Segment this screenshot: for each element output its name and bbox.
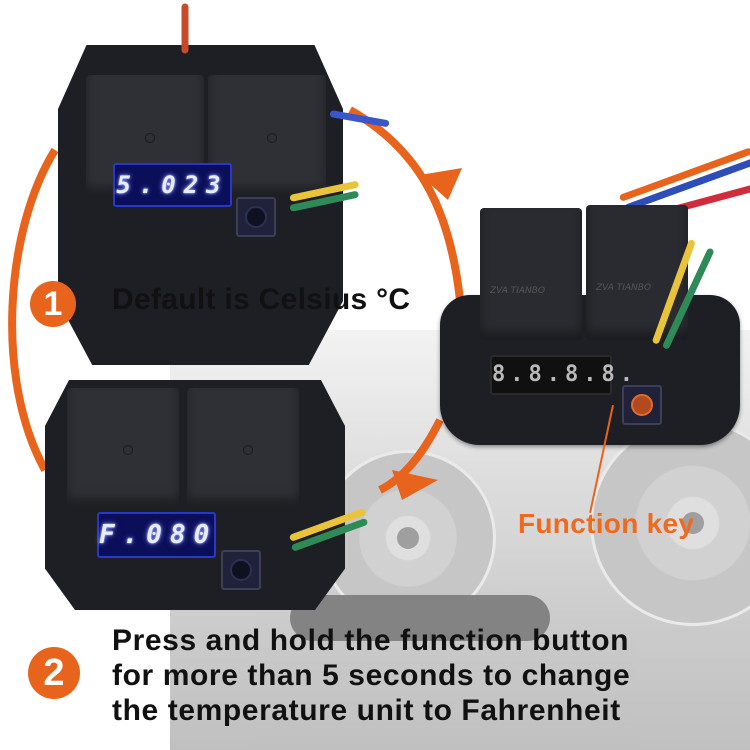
relay-brand-label: ZVA TIANBO — [596, 283, 652, 293]
step-2-line-1: Press and hold the function button — [112, 624, 630, 657]
step-2-line-2: for more than 5 seconds to change — [112, 659, 631, 692]
function-button[interactable] — [221, 550, 261, 590]
arrowhead-down-icon — [420, 168, 462, 200]
temperature-display-off: 8.8.8.8. — [490, 355, 633, 395]
temperature-display-celsius: 5.023 — [113, 163, 232, 207]
controller-module-fahrenheit: F.080 — [45, 380, 345, 610]
wire-red-top — [181, 3, 189, 54]
function-key-label: Function key — [518, 508, 695, 539]
step-2-caption: Press and hold the function button for m… — [112, 623, 630, 728]
relay-tianbo-left: ZVA TIANBO — [480, 208, 582, 340]
step-2-badge: 2 — [28, 647, 80, 699]
function-key-button[interactable] — [622, 385, 662, 425]
arrowhead-left-icon — [392, 470, 438, 500]
function-button[interactable] — [236, 197, 276, 237]
relay-left — [67, 388, 179, 506]
step-1-caption: Default is Celsius °C — [112, 283, 411, 316]
step-1-badge: 1 — [30, 281, 76, 327]
step-2-line-3: the temperature unit to Fahrenheit — [112, 694, 621, 727]
radiator-hose — [290, 595, 550, 641]
controller-module-celsius: 5.023 — [58, 45, 343, 365]
temperature-display-fahrenheit: F.080 — [97, 512, 216, 558]
relay-tianbo-right: ZVA TIANBO — [586, 205, 688, 340]
relay-right — [187, 388, 299, 506]
relay-brand-label: ZVA TIANBO — [490, 286, 546, 296]
